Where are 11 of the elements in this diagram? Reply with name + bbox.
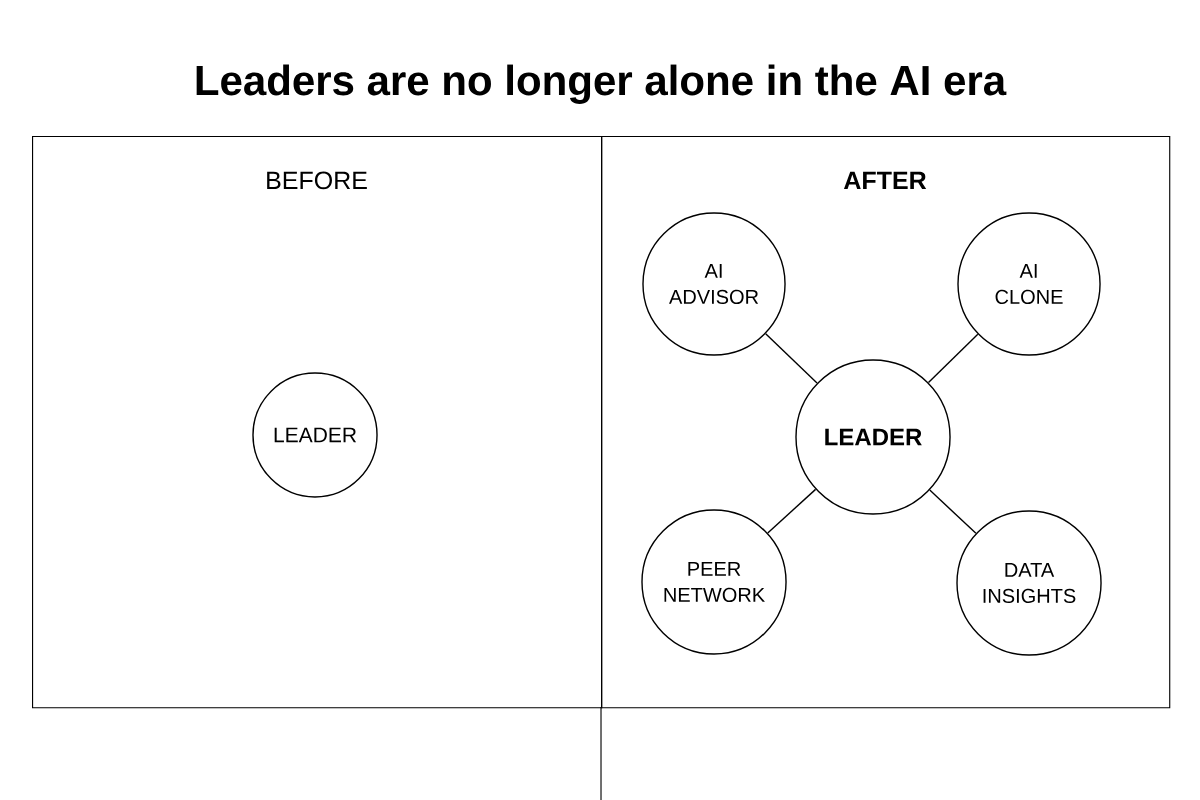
circle-node: DATA INSIGHTS: [956, 510, 1102, 656]
circle-node: AI CLONE: [957, 212, 1101, 356]
title: Leaders are no longer alone in the AI era: [196, 64, 1007, 104]
connector-line: [927, 333, 979, 384]
connector-line: [929, 489, 977, 534]
circle-node: PEER NETWORK: [641, 509, 787, 655]
connector-line: [765, 333, 818, 384]
circle-node: AI ADVISOR: [642, 212, 786, 356]
circle-node: LEADER: [795, 359, 951, 515]
circle-node: LEADER: [252, 372, 378, 498]
connector-line: [767, 488, 817, 534]
